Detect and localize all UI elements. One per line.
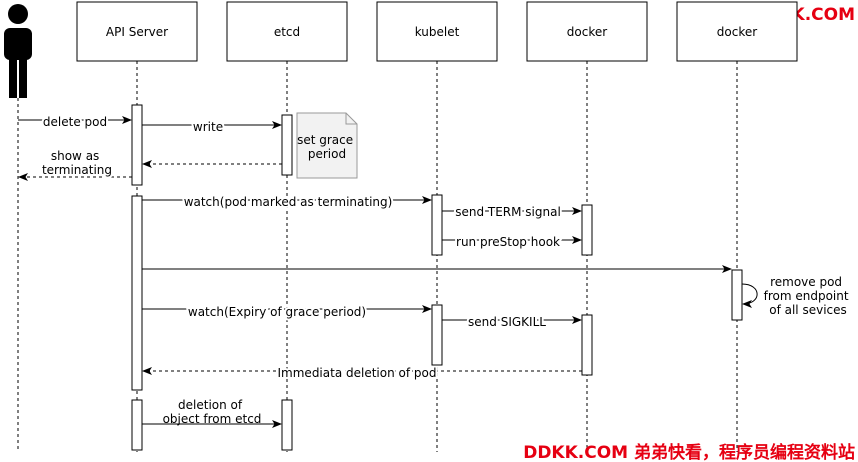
- participant-kubelet: [376, 1, 498, 62]
- message-label-delete-pod: delete pod: [43, 115, 107, 129]
- self-line-1: remove pod: [770, 275, 842, 289]
- message-label-write: write: [193, 120, 223, 134]
- self-line-3: of all sevices: [769, 303, 847, 317]
- activation-api-3: [131, 399, 143, 451]
- self-call-arrow: [741, 283, 758, 308]
- message-label-send-sigkill: send SIGKILL: [468, 315, 546, 329]
- participant-label: docker: [567, 25, 607, 39]
- activation-api-1: [131, 104, 143, 186]
- activation-kubelet-1: [431, 194, 443, 256]
- participant-api-server: [76, 1, 198, 62]
- activation-docker2-1: [731, 269, 743, 321]
- note-line-2: period: [308, 147, 346, 161]
- activation-etcd-2: [281, 399, 293, 451]
- participant-label: docker: [717, 25, 757, 39]
- message-label-watch-terminating: watch(pod marked as terminating): [184, 195, 393, 209]
- participant-label: API Server: [106, 25, 168, 39]
- note-label-line: set grace period: [297, 133, 357, 161]
- msg-line-1: show as: [51, 149, 99, 163]
- message-label-deletion-from-etcd: deletion of object from etcd: [163, 398, 262, 426]
- person-icon: [4, 4, 32, 98]
- watermark-bottom: DDKK.COM 弟弟快看，程序员编程资料站: [523, 442, 855, 462]
- participant-label: etcd: [274, 25, 300, 39]
- note-set-grace-period: set grace period: [296, 112, 358, 179]
- activation-docker1-2: [581, 314, 593, 376]
- activation-etcd-1: [281, 114, 293, 176]
- message-label-immediate-deletion: Immediata deletion of pod: [278, 366, 437, 380]
- del-line-1: deletion of: [178, 398, 243, 412]
- activation-kubelet-2: [431, 304, 443, 366]
- participant-docker-1: [526, 1, 648, 62]
- participant-etcd: [226, 1, 348, 62]
- message-label-show-as-terminating: show as terminating: [42, 149, 112, 177]
- activation-docker1-1: [581, 204, 593, 256]
- participant-docker-2: [676, 1, 798, 62]
- self-line-2: from endpoint: [764, 289, 849, 303]
- note-line-1: set grace: [297, 133, 353, 147]
- activation-api-2: [131, 195, 143, 391]
- participant-label: kubelet: [415, 25, 460, 39]
- message-label-run-prestop: run preStop hook: [456, 235, 560, 249]
- message-label-send-term: send TERM signal: [455, 205, 561, 219]
- message-label-watch-grace: watch(Expiry of grace period): [188, 305, 366, 319]
- self-call-label: remove pod from endpoint of all sevices: [764, 275, 853, 317]
- del-line-2: object from etcd: [163, 412, 262, 426]
- msg-line-2: terminating: [42, 163, 112, 177]
